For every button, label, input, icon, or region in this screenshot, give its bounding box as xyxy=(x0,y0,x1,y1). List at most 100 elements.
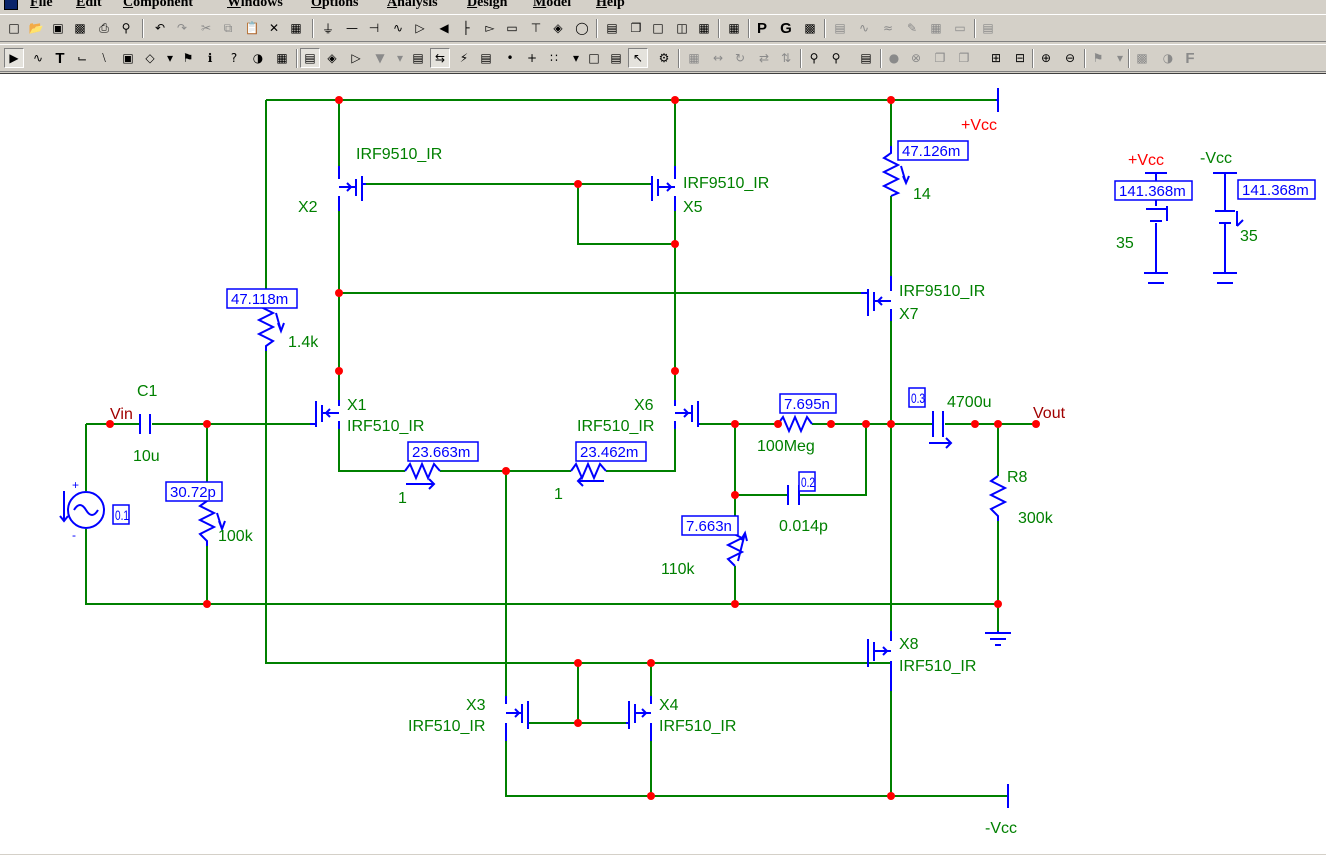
cross-icon[interactable]: + xyxy=(526,51,538,65)
group-icon[interactable]: ▦ xyxy=(688,51,700,65)
voltmeter-tool-icon[interactable]: ◈ xyxy=(553,21,563,35)
resistor-r8[interactable]: R8 300k xyxy=(988,469,1054,527)
pin-dropdown-icon[interactable]: ▾ xyxy=(396,51,404,65)
pin-icon[interactable]: ▼ xyxy=(375,51,385,65)
component-wizard-icon[interactable]: ▦ xyxy=(276,51,288,65)
node-numbers-icon[interactable]: ▤ xyxy=(412,51,424,65)
graph-icon[interactable]: ▦ xyxy=(930,21,942,35)
chart-icon[interactable]: ▤ xyxy=(982,21,994,35)
text-tool-icon[interactable]: T xyxy=(55,49,65,67)
vcc-positive-source[interactable]: +Vcc 35 xyxy=(1116,152,1168,284)
add-page-icon[interactable]: ⊞ xyxy=(990,51,1002,65)
save-all-icon[interactable]: ▩ xyxy=(74,21,86,35)
zoom-in-icon[interactable]: ⊕ xyxy=(1040,51,1052,65)
find-icon[interactable]: ⚲ xyxy=(809,51,819,65)
window-list-icon[interactable]: ▦ xyxy=(698,21,710,35)
schematic-canvas[interactable]: +Vcc -Vcc +Vcc 35 -Vcc 35 + - C1 10u 0.0… xyxy=(0,73,1326,854)
mosfet-x5[interactable]: IRF9510_IR X5 xyxy=(650,166,769,216)
wire-mirror-diode[interactable] xyxy=(577,184,675,245)
capacitor-feedback[interactable]: 0.014p xyxy=(779,485,828,535)
shapes-dropdown-icon[interactable]: ▾ xyxy=(166,51,174,65)
app-icon[interactable] xyxy=(4,0,18,10)
capacitor-output[interactable]: 4700u xyxy=(929,394,992,449)
cut-icon[interactable]: ✂ xyxy=(200,21,212,35)
power-flow-icon[interactable]: ⚡ xyxy=(459,51,469,65)
flag-icon[interactable]: ⚑ xyxy=(182,51,194,65)
layer-front-icon[interactable]: ❐ xyxy=(958,51,970,65)
flag-dropdown-icon[interactable]: ▾ xyxy=(1116,51,1124,65)
menu-help[interactable]: Help xyxy=(596,0,625,10)
diode-tool-icon[interactable]: ▷ xyxy=(415,21,425,35)
menu-design[interactable]: Design xyxy=(467,0,508,10)
menu-component[interactable]: Component xyxy=(123,0,194,10)
probe-r-bias[interactable]: 47.118m xyxy=(226,288,298,309)
probe-r-deg2[interactable]: 23.462m xyxy=(575,441,647,462)
select-arrow-icon[interactable]: ▶ xyxy=(4,48,24,68)
resistor-degen-1[interactable]: 1 xyxy=(398,461,441,507)
opamp-tool-icon[interactable]: ▻ xyxy=(485,21,495,35)
analysis-icon[interactable]: ▤ xyxy=(834,21,846,35)
wire-x1-source[interactable] xyxy=(338,429,405,472)
ground-symbol[interactable] xyxy=(985,631,1011,646)
wave-tool-icon[interactable]: ∿ xyxy=(32,51,44,65)
cancel-icon[interactable]: ⊗ xyxy=(910,51,922,65)
schematic-drawing[interactable]: +Vcc -Vcc +Vcc 35 -Vcc 35 + - C1 10u 0.0… xyxy=(0,74,1326,855)
undo-icon[interactable]: ↶ xyxy=(154,21,166,35)
probe-r-deg1[interactable]: 23.663m xyxy=(407,441,479,462)
window-icon[interactable]: □ xyxy=(652,21,664,35)
resistor-tool-icon[interactable]: ∿ xyxy=(392,21,404,35)
stop-icon[interactable]: ● xyxy=(888,51,900,65)
wire-bias-low[interactable] xyxy=(265,351,891,664)
probe-r-in[interactable]: 30.72p xyxy=(165,481,223,502)
resistor-ground[interactable]: 110k xyxy=(661,525,748,578)
probe-r-gnd[interactable]: 7.663n xyxy=(681,515,739,536)
grid-dropdown-icon[interactable]: ▾ xyxy=(572,51,580,65)
new-file-icon[interactable]: □ xyxy=(8,21,20,35)
wire-neg-rail[interactable] xyxy=(505,741,1008,797)
probe-c-fb[interactable]: 0.2 xyxy=(798,471,816,492)
resistor-degen-2[interactable]: 1 xyxy=(554,461,607,503)
zoom-out-icon[interactable]: ⊖ xyxy=(1064,51,1076,65)
shapes-icon[interactable]: ◇ xyxy=(145,51,155,65)
wire-step-icon[interactable]: ⌙ xyxy=(76,51,88,65)
vcc-negative-source[interactable]: -Vcc 35 xyxy=(1200,150,1258,284)
binoculars-icon[interactable]: ⚲ xyxy=(831,51,841,65)
waveform-icon[interactable]: ∿ xyxy=(858,21,870,35)
show-text-icon[interactable]: ▤ xyxy=(300,48,320,68)
mosfet-x2[interactable]: IRF9510_IR X2 xyxy=(298,146,442,216)
resistor-feedback[interactable]: 100Meg xyxy=(757,414,815,455)
menu-file[interactable]: File xyxy=(30,0,53,10)
split-horizontal-icon[interactable]: ▤ xyxy=(606,21,618,35)
cascade-windows-icon[interactable]: ❐ xyxy=(630,21,642,35)
probe-c-out[interactable]: 0.3 xyxy=(908,387,926,408)
vcc-bottom-terminal[interactable]: -Vcc xyxy=(985,784,1017,837)
ground-tool-icon[interactable]: ⏚ xyxy=(321,21,334,36)
rotate-icon[interactable]: ↻ xyxy=(734,51,746,65)
mirror-icon[interactable]: ↔ xyxy=(712,51,724,65)
zener-tool-icon[interactable]: ◀ xyxy=(439,21,449,35)
current-flow-icon[interactable]: ⇆ xyxy=(430,48,450,68)
pen-tool-icon[interactable]: ✎ xyxy=(906,21,918,35)
calculator-icon[interactable]: ▦ xyxy=(728,21,740,35)
show-probe-icon[interactable]: ▷ xyxy=(351,51,361,65)
flip-vertical-icon[interactable]: ⇅ xyxy=(780,51,792,65)
menu-options[interactable]: Options xyxy=(311,0,359,10)
transistor-tool-icon[interactable]: ├ xyxy=(462,21,470,35)
line-tool-icon[interactable]: ⧵ xyxy=(102,50,106,65)
capacitor-tool-icon[interactable]: ⊣ xyxy=(368,21,380,35)
grid-icon[interactable]: ∷ xyxy=(550,51,558,65)
wire-ground-rail[interactable] xyxy=(85,529,998,605)
font-f-button[interactable]: F xyxy=(1185,49,1195,67)
bode-icon[interactable]: ≈ xyxy=(882,21,894,35)
resistor-input[interactable]: 100k xyxy=(197,486,254,546)
resistor-top[interactable]: 14 xyxy=(881,146,931,203)
save-icon[interactable]: ▣ xyxy=(52,21,64,35)
menu-edit[interactable]: Edit xyxy=(76,0,102,10)
mosfet-x6[interactable]: X6 IRF510_IR xyxy=(577,397,700,435)
mosfet-x7[interactable]: IRF9510_IR X7 xyxy=(861,276,985,323)
probe-p-button[interactable]: P xyxy=(756,19,767,37)
probe-vcc-neg[interactable]: 141.368m xyxy=(1237,179,1316,200)
mosfet-x3[interactable]: X3 IRF510_IR xyxy=(408,696,529,741)
source-tool-icon[interactable]: ◯ xyxy=(575,21,589,35)
state-on-icon[interactable]: ▤ xyxy=(480,51,492,65)
